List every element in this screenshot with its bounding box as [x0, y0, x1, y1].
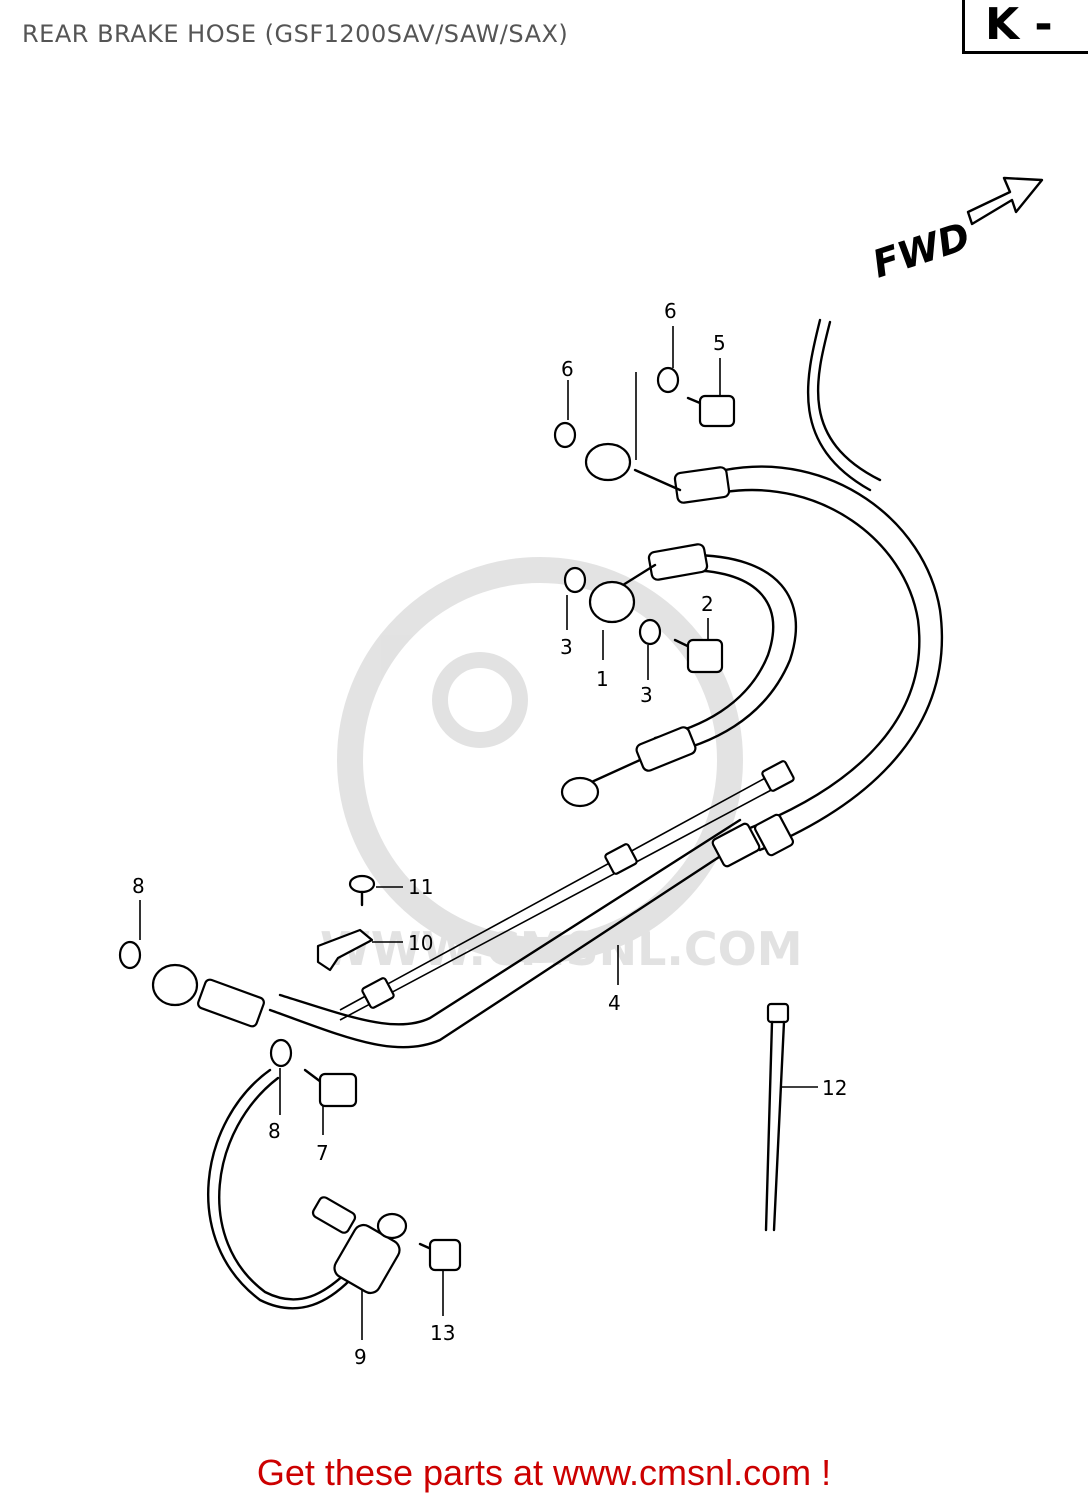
callout-9: 9 [354, 1345, 367, 1369]
callout-2: 2 [701, 592, 714, 616]
banjo-fitting-top [584, 442, 632, 482]
union-bolt-5 [686, 394, 736, 428]
callout-1: 1 [596, 667, 609, 691]
hose-clamp [316, 928, 374, 972]
forward-arrow-icon [966, 176, 1044, 226]
short-brake-hose [583, 543, 798, 787]
callout-10: 10 [408, 931, 433, 955]
callout-7: 7 [316, 1141, 329, 1165]
callout-8a: 8 [132, 874, 145, 898]
parts-shop-link[interactable]: Get these parts at www.cmsnl.com ! [256, 1452, 832, 1493]
callout-11: 11 [408, 875, 433, 899]
callout-8b: 8 [268, 1119, 281, 1143]
washer-3b [638, 618, 662, 646]
bolt-13 [418, 1238, 462, 1272]
washer-6a [553, 421, 577, 449]
washer-8a [118, 940, 142, 970]
union-bolt-2 [673, 638, 724, 674]
banjo-fitting-lower [560, 776, 600, 808]
watermark-text: WWW.CMSNL.COM [320, 922, 803, 976]
brake-light-switch [207, 1068, 408, 1310]
watermark: WWW.CMSNL.COM [320, 557, 803, 976]
callout-12: 12 [822, 1076, 847, 1100]
cable-tie [764, 1002, 790, 1232]
clamp-screw [348, 874, 376, 907]
callout-4: 4 [608, 991, 621, 1015]
washer-3a [563, 566, 587, 594]
fwd-label: FWD [867, 214, 975, 287]
banjo-fitting-left [151, 963, 199, 1007]
diagram-title: REAR BRAKE HOSE (GSF1200SAV/SAW/SAX) [22, 20, 569, 48]
washer-6b [656, 366, 680, 394]
washer-8b [269, 1038, 293, 1068]
wire-cable [339, 769, 781, 1011]
banjo-fitting-middle [588, 580, 636, 624]
rear-brake-hose [197, 318, 943, 1049]
callout-labels: 1 2 3 3 4 5 6 6 7 8 8 9 10 11 12 13 [132, 299, 847, 1369]
forward-direction-marker: FWD [867, 176, 1044, 287]
callout-3a: 3 [560, 635, 573, 659]
callout-6a: 6 [664, 299, 677, 323]
section-code-box: K - [962, 0, 1088, 54]
callout-3b: 3 [640, 683, 653, 707]
leader-lines [139, 326, 818, 1340]
union-bolt-7 [303, 1068, 358, 1108]
callout-6b: 6 [561, 357, 574, 381]
callout-5: 5 [713, 331, 726, 355]
callout-13: 13 [430, 1321, 455, 1345]
